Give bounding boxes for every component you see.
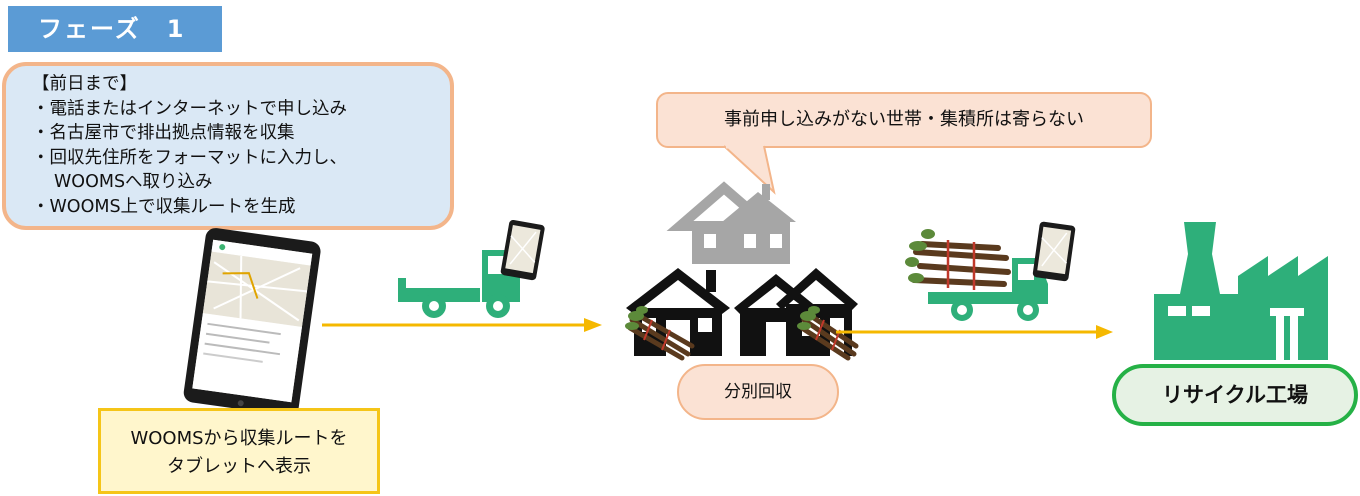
arrow-right-icon [836, 325, 1113, 339]
tablet-icon [183, 228, 321, 416]
truck-icon [905, 221, 1076, 321]
branches-icon [797, 306, 859, 361]
preparation-title: 【前日まで】 [32, 74, 137, 94]
preparation-item: ・名古屋市で排出拠点情報を収集 [32, 123, 295, 143]
preparation-item: ・電話またはインターネットで申し込み [32, 98, 347, 119]
arrow-right-icon [322, 318, 602, 332]
preparation-box: 【前日まで】 ・電話またはインターネットで申し込み ・名古屋市で排出拠点情報を収… [2, 62, 454, 230]
callout-no-application: 事前申し込みがない世帯・集積所は寄らない [656, 92, 1152, 148]
collection-label: 分別回収 [677, 364, 839, 420]
branches-icon [625, 306, 695, 361]
preparation-item: WOOMSへ取り込み [54, 172, 213, 192]
tablet-caption-line2: タブレットへ表示 [167, 456, 311, 477]
factory-label: リサイクル工場 [1112, 364, 1358, 426]
factory-icon [1154, 222, 1328, 360]
callout-tail [723, 145, 776, 195]
tablet-caption: WOOMSから収集ルートを タブレットへ表示 [98, 408, 380, 494]
phase-label: フェーズ 1 [8, 6, 222, 52]
preparation-item: ・WOOMS上で収集ルートを生成 [32, 196, 296, 217]
tablet-caption-line1: WOOMSから収集ルートを [130, 428, 348, 449]
preparation-item: ・回収先住所をフォーマットに入力し、 [32, 147, 347, 168]
truck-icon [398, 219, 545, 318]
house-icon [666, 181, 796, 264]
